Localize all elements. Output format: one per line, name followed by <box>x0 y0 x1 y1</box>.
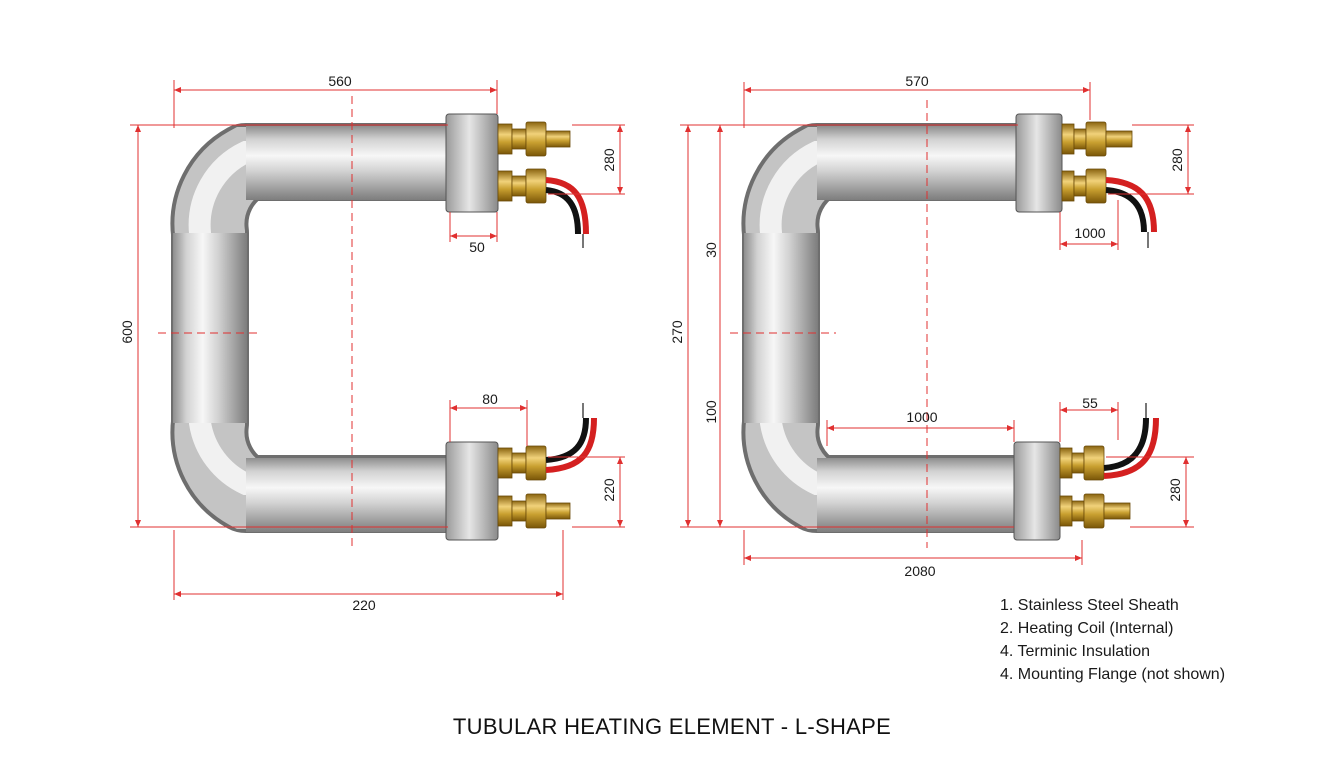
right-heater <box>741 113 1159 541</box>
right-lead-wires-top <box>1105 177 1157 248</box>
right-dim-flange-offset-bottom: 55 <box>1082 395 1098 411</box>
parts-legend: 1. Stainless Steel Sheath 2. Heating Coi… <box>1000 594 1225 686</box>
right-flange-bottom <box>1013 441 1061 541</box>
right-lead-wires-bottom <box>1103 403 1159 479</box>
drawing-title: TUBULAR HEATING ELEMENT - L-SHAPE <box>452 714 892 739</box>
right-dim-inner-length: 1000 <box>906 409 937 425</box>
left-terminal-top-1 <box>497 121 571 157</box>
left-terminal-bottom-1 <box>497 445 547 481</box>
right-dimensions <box>680 82 1194 565</box>
left-lead-wires-bottom <box>545 403 597 473</box>
legend-item: 4. Mounting Flange (not shown) <box>1000 666 1226 683</box>
left-heater <box>170 113 597 541</box>
left-flange-top <box>445 113 499 213</box>
left-dimension-labels: 560 280 50 600 80 220 220 <box>119 73 617 613</box>
right-terminal-top-2 <box>1061 168 1107 204</box>
right-terminal-top-1 <box>1061 121 1133 157</box>
right-dim-inner-lower: 100 <box>703 400 719 424</box>
legend-item: 4. Terminic Insulation <box>1000 643 1150 660</box>
right-dim-terminal-spacing-bottom: 280 <box>1167 478 1183 502</box>
left-terminal-top-2 <box>497 168 547 204</box>
right-flange-top <box>1015 113 1063 213</box>
legend-item: 1. Stainless Steel Sheath <box>1000 597 1179 614</box>
left-dim-top-length: 560 <box>328 73 352 89</box>
right-dim-terminal-spacing-top: 280 <box>1169 148 1185 172</box>
left-dim-flange-offset-bottom: 80 <box>482 391 498 407</box>
right-terminal-bottom-1 <box>1059 445 1105 481</box>
left-dim-terminal-spacing-bottom: 220 <box>601 478 617 502</box>
right-dim-bottom-length: 2080 <box>904 563 935 579</box>
left-lead-wires-top <box>545 177 589 248</box>
left-dim-terminal-spacing-top: 280 <box>601 148 617 172</box>
legend-item: 2. Heating Coil (Internal) <box>1000 620 1174 637</box>
left-dim-flange-offset-top: 50 <box>469 239 485 255</box>
right-dim-lead-length-top: 1000 <box>1074 225 1105 241</box>
left-flange-bottom <box>445 441 499 541</box>
right-dimension-labels: 570 280 1000 30 270 100 1000 55 280 2080 <box>669 73 1185 579</box>
right-terminal-bottom-2 <box>1059 493 1131 529</box>
left-terminal-bottom-2 <box>497 493 571 529</box>
right-dim-top-length: 570 <box>905 73 929 89</box>
left-dimensions <box>130 80 625 600</box>
right-dim-overall-height: 270 <box>669 320 685 344</box>
left-dim-bottom-length: 220 <box>352 597 376 613</box>
right-dim-inner-upper: 30 <box>703 242 719 258</box>
left-dim-overall-height: 600 <box>119 320 135 344</box>
